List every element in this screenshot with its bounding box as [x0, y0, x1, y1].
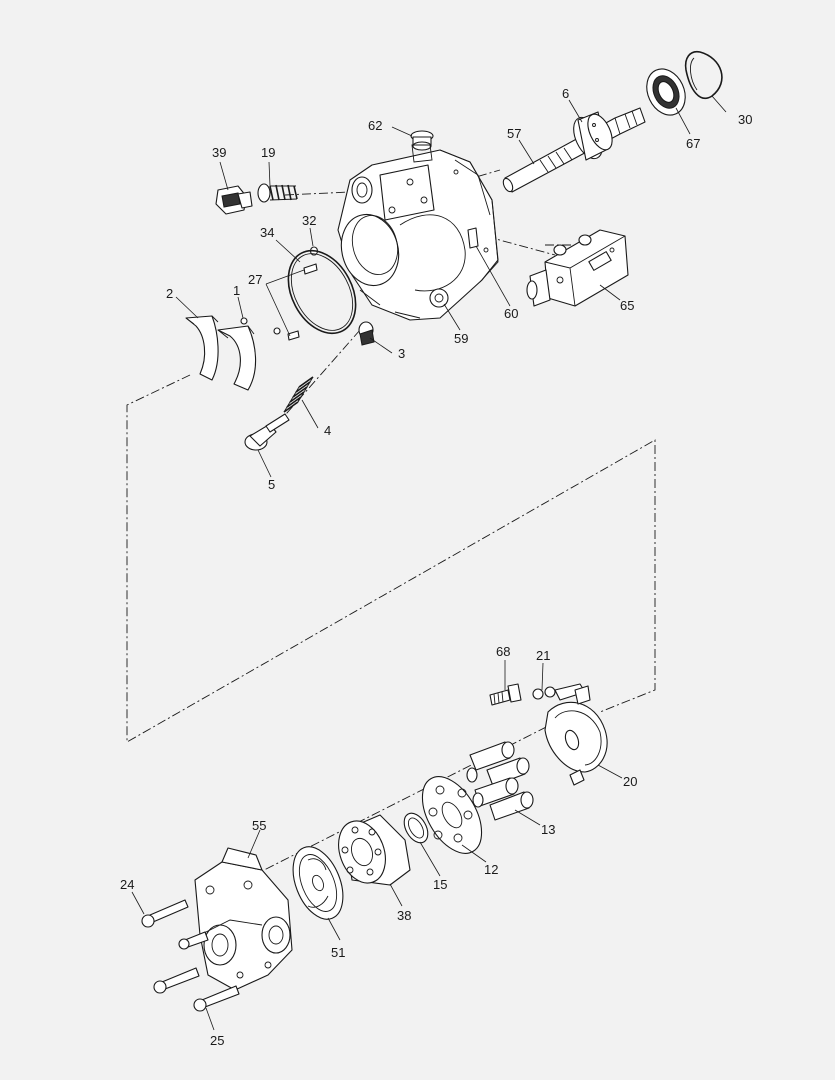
- part-20-swashplate: [544, 685, 608, 786]
- part-38-cylinder-block: [338, 814, 411, 886]
- callout-39: 39: [212, 145, 226, 160]
- part-2-bearing-shells: [185, 315, 257, 391]
- part-6-bearing: [573, 111, 613, 161]
- callout-32: 32: [302, 213, 316, 228]
- part-51-valve-plate: [292, 846, 344, 920]
- part-68-bolt: [489, 683, 522, 706]
- callout-30: 30: [738, 112, 752, 127]
- part-25-cap-screws: [153, 967, 240, 1012]
- callout-62: 62: [368, 118, 382, 133]
- callout-12: 12: [484, 862, 498, 877]
- part-13-pistons: [466, 741, 534, 821]
- part-24-cap-screws: [141, 899, 209, 950]
- part-55-end-cap: [194, 847, 293, 991]
- callout-38: 38: [397, 908, 411, 923]
- callout-20: 20: [623, 774, 637, 789]
- leader-lines: [131, 95, 727, 1031]
- callout-1: 1: [233, 283, 240, 298]
- part-1-pins: [240, 317, 281, 335]
- part-3-adjusting-screw: [358, 321, 375, 346]
- callout-25: 25: [210, 1033, 224, 1048]
- callout-60: 60: [504, 306, 518, 321]
- part-4-spring: [283, 376, 314, 413]
- part-60-pin: [467, 227, 479, 249]
- part-15-ring: [403, 812, 429, 844]
- callout-27: 27: [248, 272, 262, 287]
- part-57-drive-shaft: [502, 107, 646, 193]
- callout-24: 24: [120, 877, 134, 892]
- part-65-control-valve: [526, 229, 629, 307]
- callout-19: 19: [261, 145, 275, 160]
- callout-21: 21: [536, 648, 550, 663]
- callout-51: 51: [331, 945, 345, 960]
- callout-5: 5: [268, 477, 275, 492]
- part-5-plunger: [244, 413, 290, 451]
- callout-57: 57: [507, 126, 521, 141]
- callout-59: 59: [454, 331, 468, 346]
- part-30-snap-ring: [684, 50, 723, 99]
- callout-labels: 30 67 6 57 62 39 19 32 34 27 1 2 3 4 5 5…: [120, 86, 752, 1048]
- part-39-valve-cap: [215, 185, 253, 215]
- callout-2: 2: [166, 286, 173, 301]
- callout-3: 3: [398, 346, 405, 361]
- callout-34: 34: [260, 225, 274, 240]
- callout-15: 15: [433, 877, 447, 892]
- main-pump-housing: [337, 144, 499, 321]
- callout-65: 65: [620, 298, 634, 313]
- part-34-gasket: [287, 249, 357, 335]
- callout-55: 55: [252, 818, 266, 833]
- callout-68: 68: [496, 644, 510, 659]
- part-12-retaining-plate: [421, 776, 483, 854]
- callout-13: 13: [541, 822, 555, 837]
- callout-6: 6: [562, 86, 569, 101]
- part-62-plug: [410, 130, 434, 151]
- part-67-shaft-seal: [646, 68, 686, 116]
- callout-4: 4: [324, 423, 331, 438]
- part-27-dowel-pins: [287, 263, 318, 341]
- part-19-valve-spring: [257, 183, 298, 203]
- callout-67: 67: [686, 136, 700, 151]
